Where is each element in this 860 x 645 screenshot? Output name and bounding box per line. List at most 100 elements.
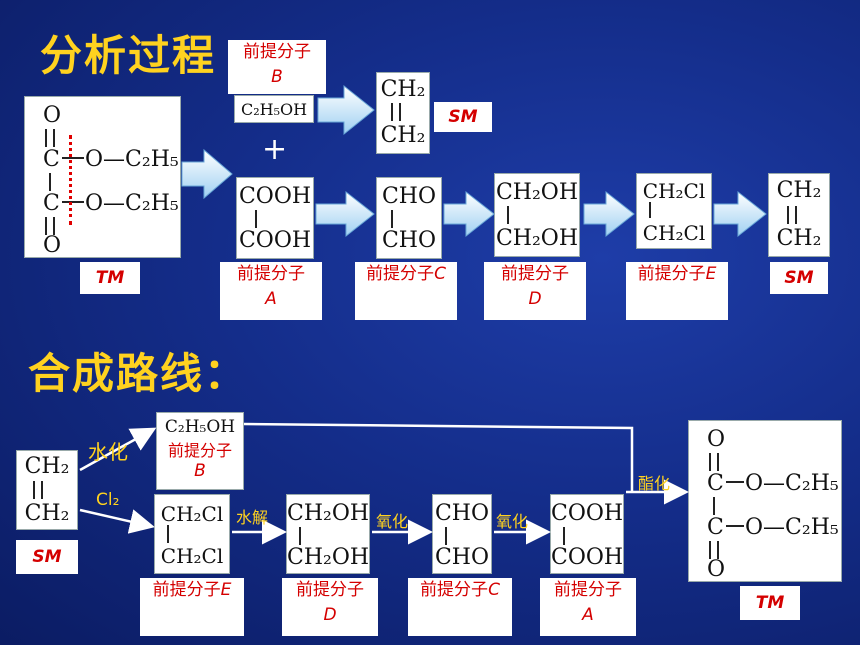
route-tm-label: TM xyxy=(740,586,800,620)
tm-bond-c1-o xyxy=(62,157,84,159)
tm-o-bottom: O xyxy=(43,233,62,258)
route-glyoxal-cho-b: CHO xyxy=(434,545,490,570)
precursor-b-label-text: 前提分子 xyxy=(243,42,311,62)
glycol-bond xyxy=(507,206,509,224)
tm-structure: O C O—C₂H₅ C O—C₂H₅ O xyxy=(24,96,181,258)
route-tm-o-top: O xyxy=(707,427,726,452)
glyoxal-cho-a: CHO xyxy=(381,184,437,209)
dichloro-ch2cl-b: CH₂Cl xyxy=(642,221,706,245)
route-ethylene-ch2-b: CH₂ xyxy=(24,501,70,526)
ethylene-top-double-bond xyxy=(391,103,401,121)
route-dichloro-ch2cl-a: CH₂Cl xyxy=(160,502,224,526)
dichloro-bond xyxy=(649,202,651,218)
tm-cc-bond xyxy=(49,173,51,191)
route-precursor-b-letter: B xyxy=(194,461,206,481)
route-precursor-e-letter: E xyxy=(220,580,232,600)
route-tm-ester-group-2: O—C₂H₅ xyxy=(745,515,839,540)
dichloro-structure: CH₂Cl CH₂Cl xyxy=(636,173,712,249)
glycol-ch2oh-b: CH₂OH xyxy=(495,226,579,251)
block-arrow-ethanol xyxy=(317,84,375,136)
route-glycol-bond xyxy=(299,527,301,545)
precursor-c-label: 前提分子C xyxy=(355,262,457,320)
tm-c1: C xyxy=(43,147,60,172)
tm-c2: C xyxy=(43,191,60,216)
ethylene-right-double-bond xyxy=(787,206,797,224)
route-precursor-a-letter: A xyxy=(582,605,594,625)
route-precursor-e-label: 前提分子E xyxy=(140,578,244,636)
tm-double-bond-top xyxy=(45,129,55,147)
precursor-c-text: 前提分子 xyxy=(366,264,435,284)
route-tm-c1: C xyxy=(707,471,724,496)
block-arrow-d-e xyxy=(583,190,635,238)
tm-label: TM xyxy=(80,262,140,294)
glyoxal-cho-b: CHO xyxy=(381,228,437,253)
arrow-hydration xyxy=(79,427,157,472)
route-precursor-a-text: 前提分子 xyxy=(554,580,622,600)
route-dichloro-ch2cl-b: CH₂Cl xyxy=(160,544,224,568)
plus-sign: + xyxy=(262,132,288,167)
analysis-heading: 分析过程 xyxy=(40,31,217,80)
route-precursor-e-text: 前提分子 xyxy=(152,580,221,600)
route-precursor-c-text: 前提分子 xyxy=(420,580,489,600)
route-precursor-c-letter: C xyxy=(488,580,500,600)
precursor-e-text: 前提分子 xyxy=(637,264,706,284)
ethylene-right-ch2-a: CH₂ xyxy=(776,178,822,203)
tm-double-bond-bottom xyxy=(45,217,55,235)
route-glycol-ch2oh-a: CH₂OH xyxy=(287,501,370,526)
ethylene-top-ch2-b: CH₂ xyxy=(380,123,426,148)
route-precursor-a-label: 前提分子 A xyxy=(540,578,636,636)
ethylene-top: CH₂ CH₂ xyxy=(376,72,430,154)
glycol-structure: CH₂OH CH₂OH xyxy=(494,173,580,257)
route-ethanol-formula: C₂H₅OH xyxy=(164,417,236,437)
route-precursor-b-text: 前提分子 xyxy=(167,441,232,460)
route-ethylene-ch2-a: CH₂ xyxy=(24,454,70,479)
route-sm-label: SM xyxy=(16,540,78,574)
route-ethylene-double-bond xyxy=(33,481,43,499)
glyoxal-structure: CHO CHO xyxy=(376,177,442,259)
disconnection-line xyxy=(69,135,72,225)
route-ethanol-box: C₂H₅OH 前提分子 B xyxy=(156,412,244,490)
precursor-a-text: 前提分子 xyxy=(237,264,305,284)
block-arrow-a-c xyxy=(315,190,375,238)
route-tm-bond-c1-o xyxy=(726,481,744,483)
route-tm-double-bond-top xyxy=(709,453,719,471)
precursor-e-label: 前提分子E xyxy=(626,262,728,320)
oxalic-cooh-a: COOH xyxy=(238,184,312,209)
arrow-ethanol-path xyxy=(243,422,634,492)
route-precursor-c-label: 前提分子C xyxy=(408,578,512,636)
route-oxalic: COOH COOH xyxy=(550,494,624,574)
block-arrow-c-d xyxy=(443,190,495,238)
route-tm-bond-c2-o xyxy=(726,525,744,527)
route-oxalic-bond xyxy=(563,527,565,545)
oxalic-bond xyxy=(255,210,257,228)
block-arrow-e-sm xyxy=(713,190,767,238)
precursor-d-letter: D xyxy=(528,289,542,309)
route-oxalic-cooh-b: COOH xyxy=(551,545,624,570)
tm-ester-group-1: O—C₂H₅ xyxy=(85,147,179,172)
route-tm-ester-group-1: O—C₂H₅ xyxy=(745,471,839,496)
route-glyoxal-cho-a: CHO xyxy=(434,501,490,526)
route-precursor-d-letter: D xyxy=(323,605,337,625)
route-tm-o-bottom: O xyxy=(707,557,726,582)
ethanol-box: C₂H₅OH xyxy=(234,95,314,123)
sm-label-right: SM xyxy=(770,262,828,294)
tm-ester-group-2: O—C₂H₅ xyxy=(85,191,179,216)
route-precursor-d-text: 前提分子 xyxy=(296,580,364,600)
sm-label-top: SM xyxy=(434,102,492,132)
oxalic-cooh-b: COOH xyxy=(238,228,312,253)
route-tm-structure: O C O—C₂H₅ C O—C₂H₅ O xyxy=(688,420,842,582)
route-tm-c2: C xyxy=(707,515,724,540)
hydration-label: 水化 xyxy=(88,440,128,464)
ethylene-top-ch2-a: CH₂ xyxy=(380,77,426,102)
precursor-b-letter: B xyxy=(271,67,283,87)
esterification-label: 酯化 xyxy=(638,474,671,493)
precursor-a-letter: A xyxy=(265,289,277,309)
cl2-label: Cl₂ xyxy=(96,490,120,510)
route-heading: 合成路线： xyxy=(28,349,249,398)
route-precursor-d-label: 前提分子 D xyxy=(282,578,378,636)
tm-bond-c2-o xyxy=(62,201,84,203)
oxidation-label-1: 氧化 xyxy=(376,512,409,531)
precursor-d-label: 前提分子 D xyxy=(484,262,586,320)
ethylene-right: CH₂ CH₂ xyxy=(768,173,830,257)
